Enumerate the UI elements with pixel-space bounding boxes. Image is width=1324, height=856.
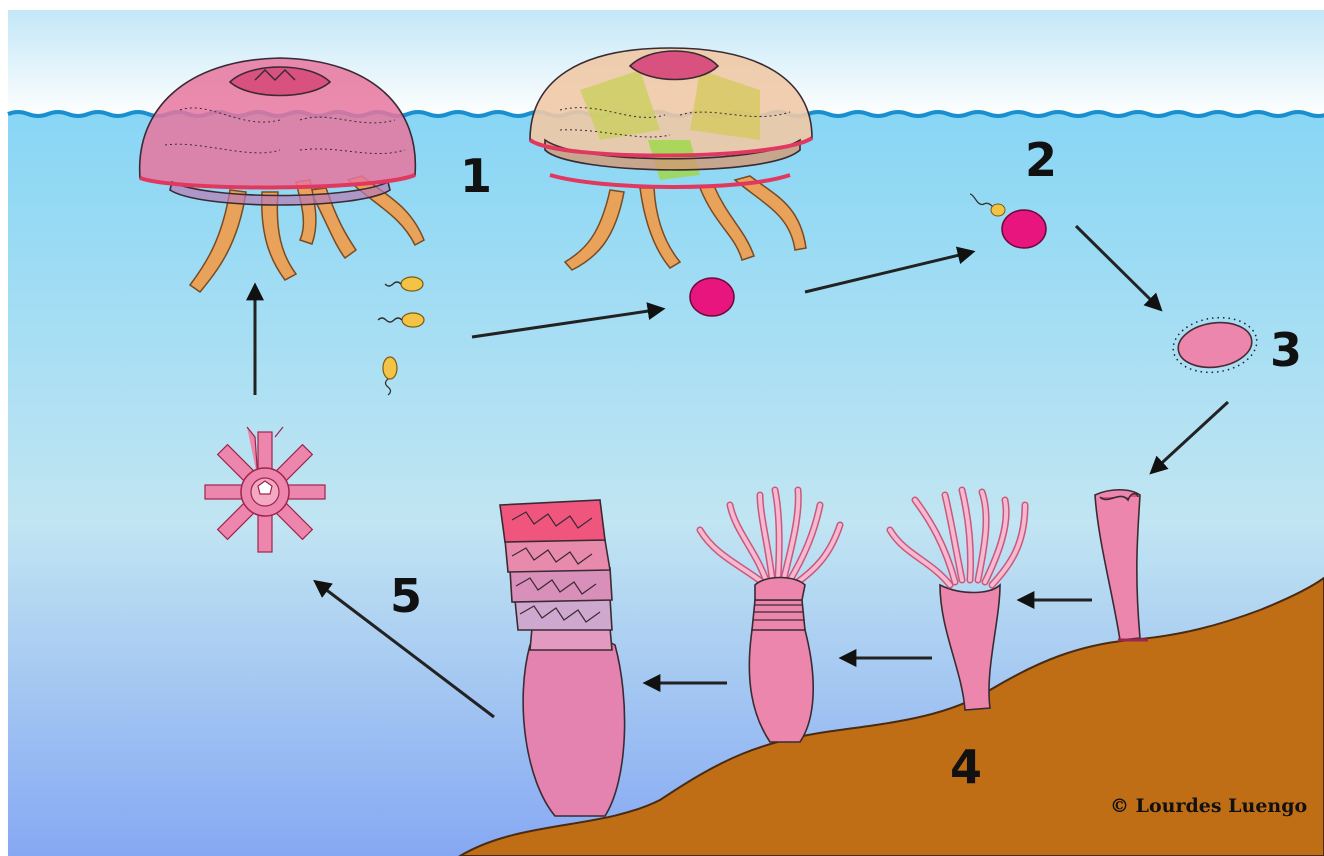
egg-icon bbox=[690, 278, 734, 316]
step-label-5: 5 bbox=[390, 569, 422, 623]
step-label-3: 3 bbox=[1270, 323, 1302, 377]
step-label-1: 1 bbox=[460, 149, 492, 203]
step-label-2: 2 bbox=[1025, 133, 1057, 187]
copyright-credit: © Lourdes Luengo bbox=[1110, 795, 1307, 817]
step-label-4: 4 bbox=[950, 740, 982, 794]
